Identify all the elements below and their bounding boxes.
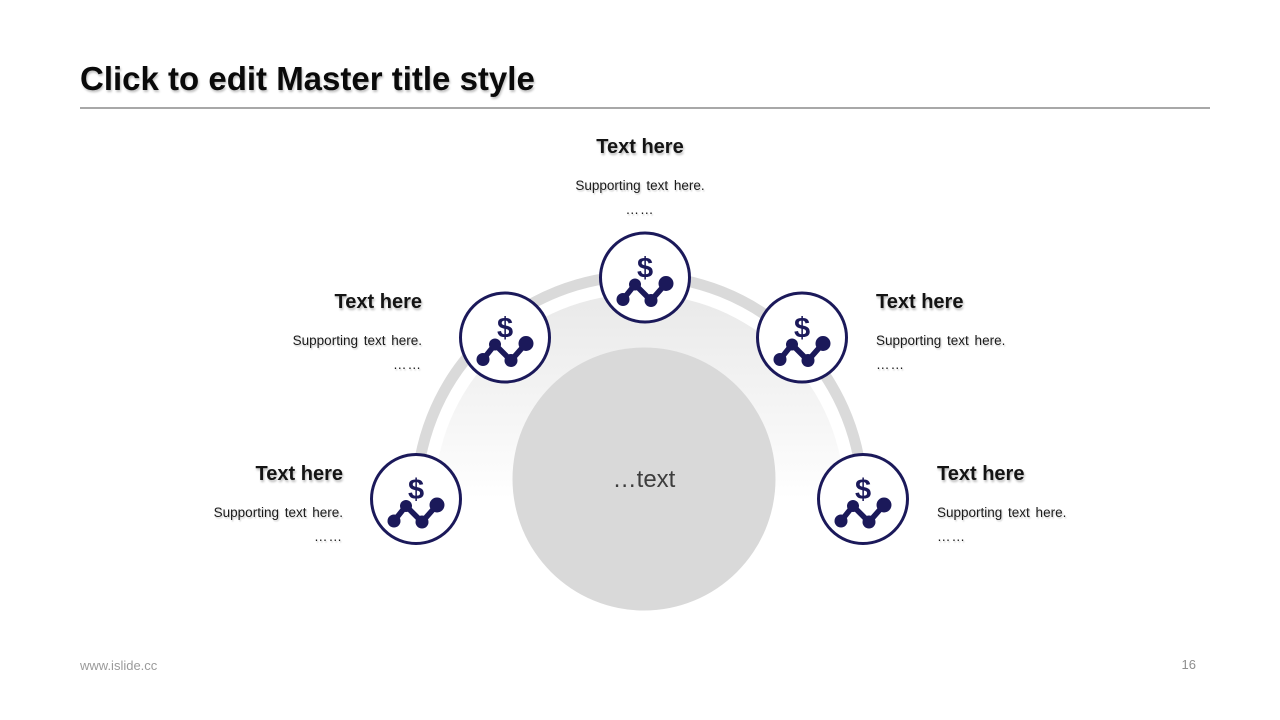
block-body: Supporting text here. (213, 505, 343, 520)
block-ellipsis: …… (393, 357, 422, 372)
block-heading: Text here (876, 291, 964, 313)
block-ellipsis: …… (876, 357, 905, 372)
node-top[interactable] (599, 231, 691, 324)
footer-link[interactable]: www.islide.cc (80, 658, 158, 673)
block-ellipsis: …… (314, 529, 343, 544)
block-body: Supporting text here. (937, 505, 1067, 520)
block-heading: Text here (334, 291, 422, 313)
block-ellipsis: …… (625, 202, 655, 217)
node-upper-left[interactable] (459, 291, 551, 384)
center-label: …text (613, 466, 676, 493)
block-body: Supporting text here. (292, 333, 422, 348)
text-block-lower-left[interactable]: Text here Supporting text here. …… (123, 463, 343, 544)
block-body: Supporting text here. (876, 333, 1006, 348)
node-right[interactable] (817, 453, 909, 545)
text-block-upper-right[interactable]: Text here Supporting text here. …… (876, 291, 1096, 372)
text-block-upper-left[interactable]: Text here Supporting text here. …… (202, 291, 422, 372)
center-circle-shape (512, 347, 776, 611)
center-circle[interactable]: …text (512, 347, 776, 611)
block-heading: Text here (596, 136, 684, 158)
node-left[interactable] (370, 453, 462, 545)
block-ellipsis: …… (937, 529, 966, 544)
block-heading: Text here (937, 463, 1025, 485)
block-heading: Text here (255, 463, 343, 485)
slide-title[interactable]: Click to edit Master title style (80, 60, 535, 97)
block-body: Supporting text here. (575, 178, 705, 193)
text-block-lower-right[interactable]: Text here Supporting text here. …… (937, 463, 1157, 544)
text-block-top[interactable]: Text here Supporting text here. …… (530, 136, 750, 217)
node-upper-right[interactable] (756, 291, 848, 384)
page-number: 16 (1181, 657, 1196, 672)
title-divider (80, 107, 1210, 109)
semicircle-diagram: $ …text (370, 231, 909, 611)
